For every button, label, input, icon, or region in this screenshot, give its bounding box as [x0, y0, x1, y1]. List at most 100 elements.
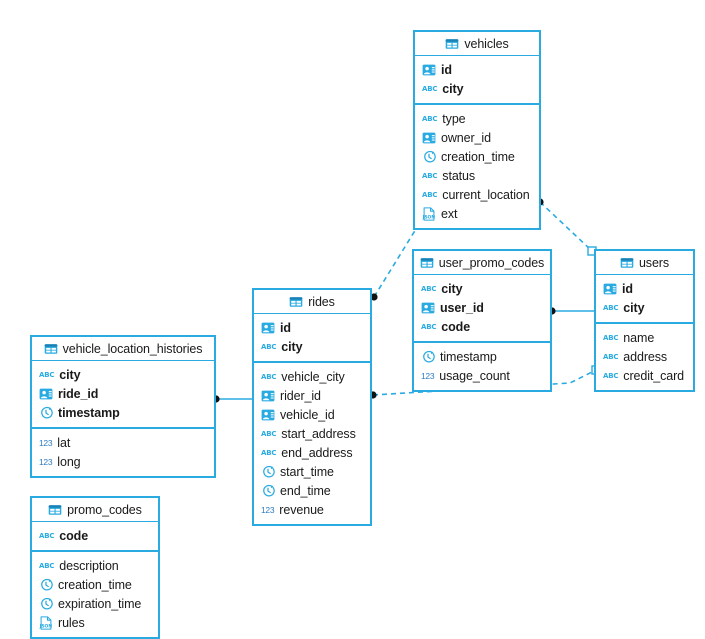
abc-string-type-icon: ABC: [261, 448, 277, 457]
column-row[interactable]: owner_id: [415, 128, 539, 147]
primary-key-row[interactable]: user_id: [414, 298, 550, 317]
table-title: promo_codes: [67, 502, 142, 517]
table-header-rides[interactable]: rides: [254, 290, 370, 314]
column-row[interactable]: vehicle_id: [254, 405, 370, 424]
field-name: timestamp: [58, 405, 120, 420]
field-name: start_address: [281, 426, 356, 441]
table-header-vehicles[interactable]: vehicles: [415, 32, 539, 56]
column-row[interactable]: rider_id: [254, 386, 370, 405]
primary-key-row[interactable]: id: [254, 318, 370, 337]
primary-key-row[interactable]: id: [415, 60, 539, 79]
column-row[interactable]: JSON rules: [32, 613, 158, 632]
column-row[interactable]: end_time: [254, 481, 370, 500]
table-header-user_promo_codes[interactable]: user_promo_codes: [414, 251, 550, 275]
field-name: owner_id: [441, 130, 491, 145]
field-name: city: [442, 81, 464, 96]
column-row[interactable]: expiration_time: [32, 594, 158, 613]
table-title: rides: [308, 294, 335, 309]
column-row[interactable]: ABC credit_card: [596, 366, 693, 385]
column-row[interactable]: ABC name: [596, 328, 693, 347]
column-row[interactable]: start_time: [254, 462, 370, 481]
svg-text:JSON: JSON: [422, 214, 435, 220]
table-grid-icon: [48, 503, 62, 517]
table-grid-icon: [445, 37, 459, 51]
table-grid-icon: [289, 295, 303, 309]
abc-string-type-icon: ABC: [422, 84, 438, 93]
column-row[interactable]: ABC start_address: [254, 424, 370, 443]
table-header-vehicle_location_histories[interactable]: vehicle_location_histories: [32, 337, 214, 361]
primary-key-row[interactable]: ride_id: [32, 384, 214, 403]
id-card-key-type-icon: [261, 389, 275, 403]
column-row[interactable]: creation_time: [32, 575, 158, 594]
column-row[interactable]: timestamp: [414, 347, 550, 366]
abc-string-type-icon: ABC: [603, 333, 619, 342]
abc-string-type-icon: ABC: [261, 429, 277, 438]
field-name: rules: [58, 615, 85, 630]
relationship-user_promo_codes-users[interactable]: [548, 307, 594, 315]
table-header-promo_codes[interactable]: promo_codes: [32, 498, 158, 522]
json-document-type-icon: JSON: [422, 206, 436, 221]
primary-key-row[interactable]: id: [596, 279, 693, 298]
primary-key-row[interactable]: timestamp: [32, 403, 214, 422]
id-card-key-type-icon: [261, 408, 275, 422]
column-row[interactable]: ABC status: [415, 166, 539, 185]
column-row[interactable]: creation_time: [415, 147, 539, 166]
abc-string-type-icon: ABC: [603, 371, 619, 380]
clock-timestamp-type-icon: [39, 597, 53, 611]
table-title: users: [638, 255, 670, 270]
field-name: credit_card: [623, 368, 685, 383]
relationship-vehicles-users[interactable]: [536, 198, 597, 256]
field-name: city: [59, 367, 81, 382]
clock-timestamp-type-icon: [261, 465, 275, 479]
json-document-type-icon: JSON: [39, 615, 53, 630]
primary-key-row[interactable]: ABC city: [415, 79, 539, 98]
field-name: status: [442, 168, 476, 183]
field-name: name: [623, 330, 655, 345]
abc-string-type-icon: ABC: [422, 171, 438, 180]
id-card-key-type-icon: [261, 321, 275, 335]
id-card-key-type-icon: [603, 282, 617, 296]
field-name: description: [59, 558, 119, 573]
svg-text:JSON: JSON: [39, 623, 52, 629]
column-row[interactable]: ABC end_address: [254, 443, 370, 462]
relationship-vehicle_location_histories-rides[interactable]: [212, 395, 252, 403]
field-name: end_address: [281, 445, 353, 460]
field-name: end_time: [280, 483, 331, 498]
table-grid-icon: [44, 342, 58, 356]
abc-string-type-icon: ABC: [603, 303, 619, 312]
clock-timestamp-type-icon: [261, 484, 275, 498]
field-name: city: [281, 339, 303, 354]
table-header-users[interactable]: users: [596, 251, 693, 275]
abc-string-type-icon: ABC: [603, 352, 619, 361]
field-name: ride_id: [58, 386, 99, 401]
clock-timestamp-type-icon: [421, 350, 435, 364]
